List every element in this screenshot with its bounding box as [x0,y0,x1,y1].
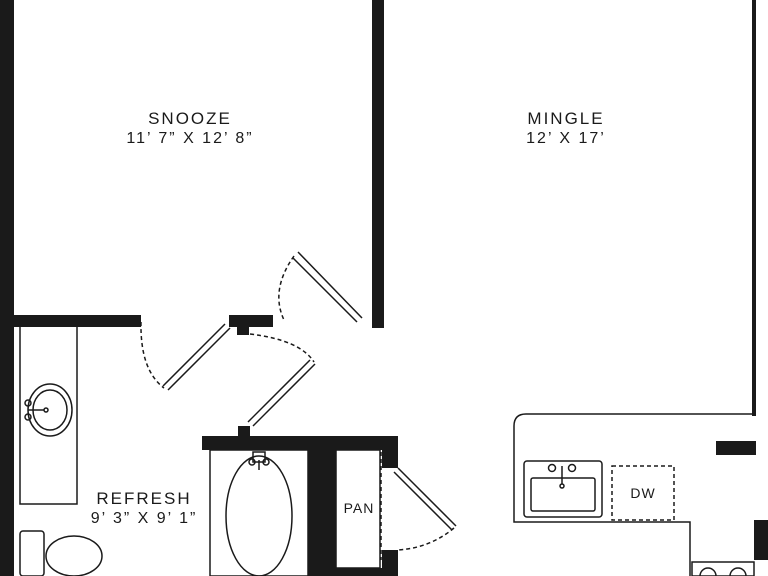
dishwasher-label: DW [630,485,656,501]
door-bath [247,333,316,427]
bath-fixtures [19,323,309,576]
pantry-label: PAN [343,500,375,516]
door-pantry [380,452,457,560]
room-dims-refresh: 9’ 3” X 9’ 1” [90,510,198,527]
wall-pantry-right-top [382,436,398,468]
bathtub [209,449,309,576]
wall-bedroom-bottom-stub [229,315,273,327]
wall-tub-jamb [238,426,250,438]
room-name-snooze: SNOOZE [148,109,232,128]
toilet-tank [19,530,45,576]
kitchen-sink-inner [530,477,596,512]
door-living [278,251,363,323]
wall-bottom-right-stub [754,520,768,560]
room-dims-snooze: 11’ 7” X 12’ 8” [126,130,254,147]
pantry-shelf [335,449,381,569]
pantry [335,449,381,569]
wall-bedroom-living-divider [372,0,384,328]
doors [140,251,457,560]
wall-tub-top [202,436,398,450]
wall-living-right [752,0,756,416]
toilet-bowl [45,535,103,576]
room-name-refresh: REFRESH [96,489,192,508]
range [691,561,755,576]
vanity-counter [19,323,78,505]
wall-kitchen-stub [716,441,756,455]
wall-door-jamb [237,325,249,335]
wall-tub-pantry [308,436,336,576]
room-name-mingle: MINGLE [527,109,605,128]
room-dims-mingle: 12’ X 17’ [526,130,606,147]
kitchen [513,413,755,576]
kitchen-sink [523,460,603,518]
dishwasher [611,465,675,521]
bathtub-basin [225,455,293,576]
kitchen-counter [513,413,754,576]
door-bedroom [140,321,231,391]
wall-bath-left [0,322,14,576]
wall-bottom-cap [336,568,398,576]
wall-bedroom-bottom-left [0,315,141,327]
wall-bedroom-left [0,0,14,322]
